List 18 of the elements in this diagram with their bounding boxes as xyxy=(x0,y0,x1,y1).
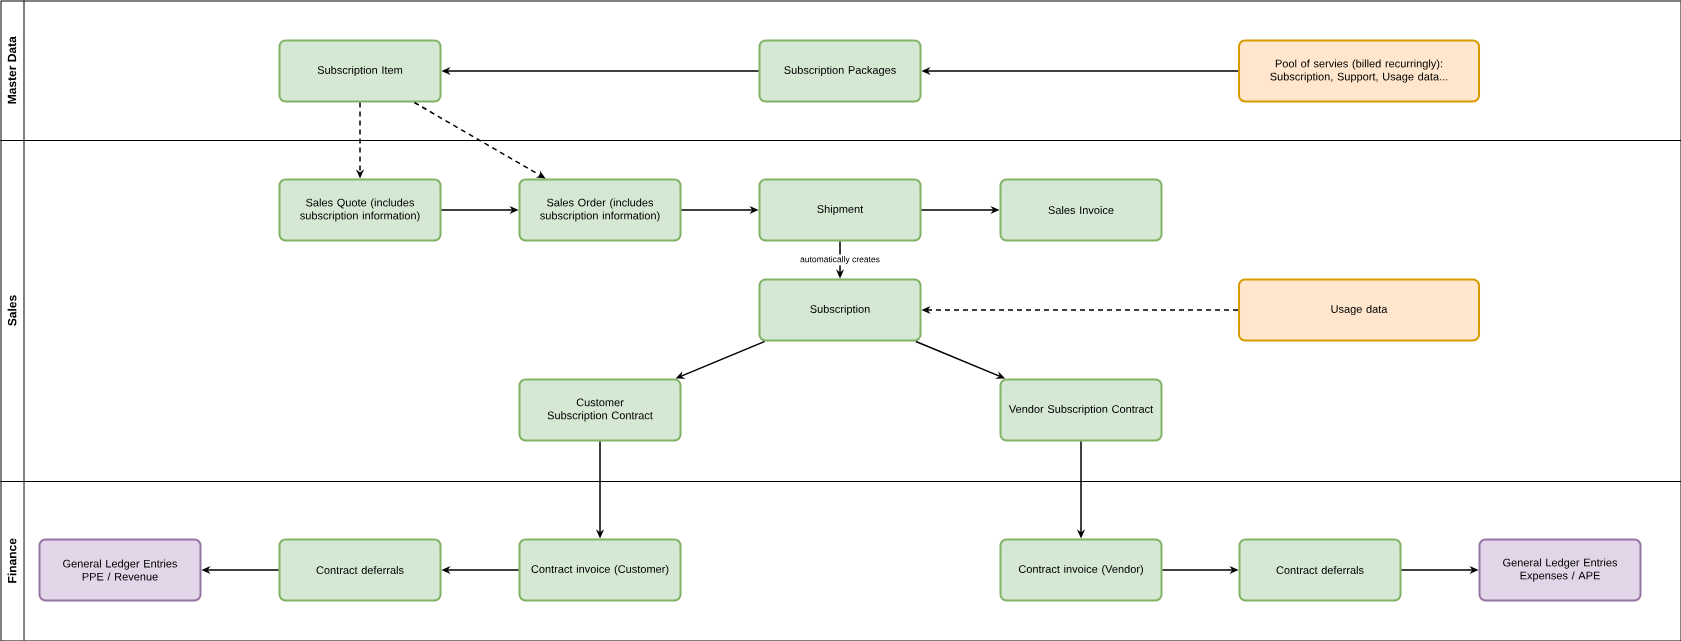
process-box: Sales Invoice xyxy=(999,178,1163,242)
process-box: General Ledger Entries Expenses / APE xyxy=(1478,538,1642,602)
process-box: Customer Subscription Contract xyxy=(518,378,682,442)
process-box: General Ledger Entries PPE / Revenue xyxy=(38,538,202,602)
process-box: Contract deferrals xyxy=(278,538,442,602)
process-box: Sales Quote (includes subscription information) xyxy=(278,178,442,242)
process-box: Sales Order (includes subscription information) xyxy=(518,178,682,242)
edge-label: automatically creates xyxy=(798,254,882,266)
process-box: Subscription Packages xyxy=(758,39,922,103)
process-box: Contract deferrals xyxy=(1238,538,1402,602)
process-box: Usage data xyxy=(1238,278,1480,342)
process-box: Contract invoice (Customer) xyxy=(518,538,682,602)
process-box: Shipment xyxy=(758,178,922,242)
process-box: Subscription xyxy=(758,278,922,342)
process-box: Contract invoice (Vendor) xyxy=(999,538,1163,602)
process-box: Pool of servies (billed recurringly): Subscription, Support, Usage data... xyxy=(1238,39,1480,103)
process-box: Vendor Subscription Contract xyxy=(999,378,1163,442)
process-box: Subscription Item xyxy=(278,39,442,103)
